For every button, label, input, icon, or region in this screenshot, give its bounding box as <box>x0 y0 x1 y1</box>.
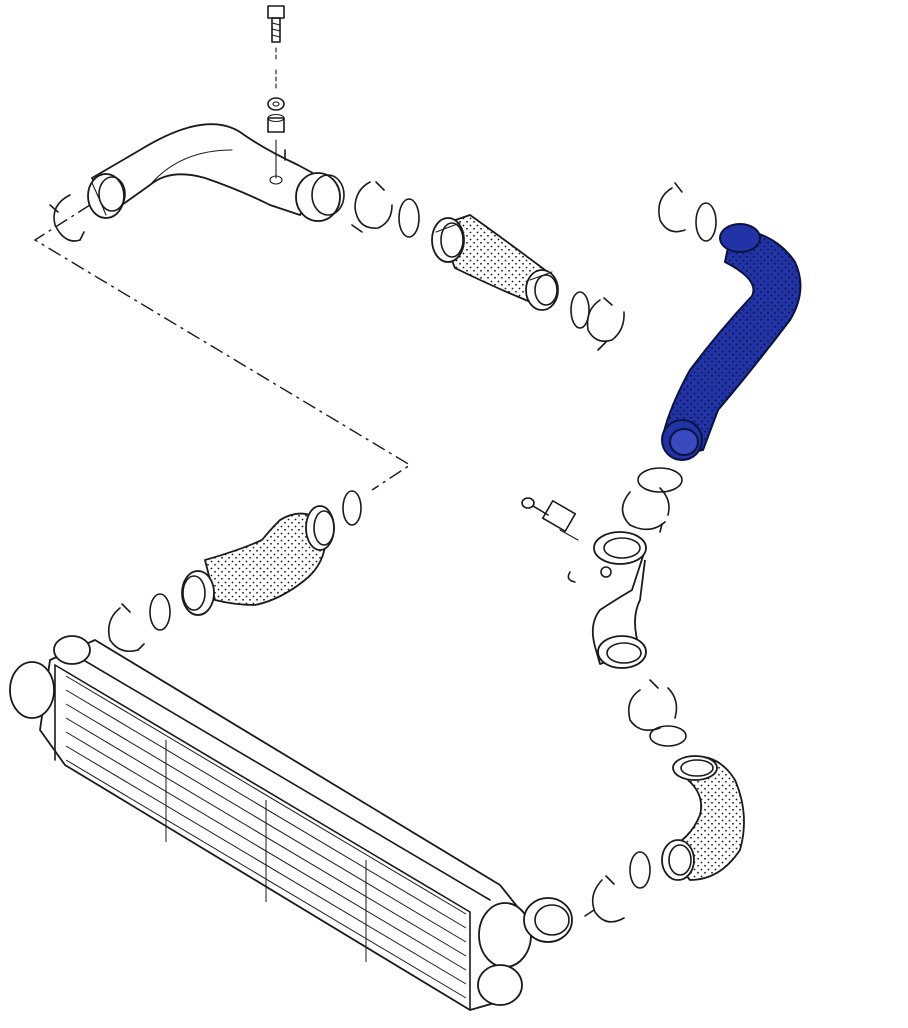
right-o-ring-top <box>695 202 717 242</box>
mid-clamp <box>621 487 670 533</box>
lower-o-ring-2 <box>629 851 651 889</box>
mid-o-ring <box>637 467 683 493</box>
upper-o-ring-2 <box>570 291 590 329</box>
middle-o-ring-left <box>149 593 171 631</box>
middle-hose <box>181 505 335 616</box>
upper-left-hose <box>431 214 559 311</box>
right-clamp-top <box>658 182 686 233</box>
lower-right-hose <box>661 755 745 881</box>
middle-clamp-left <box>107 603 145 653</box>
bolt-and-washers <box>267 5 285 133</box>
lower-o-ring <box>649 725 687 747</box>
upper-clamp-ring-1 <box>351 181 393 233</box>
intercooler <box>9 635 573 1011</box>
upper-o-ring-1 <box>398 198 420 238</box>
upper-pipe <box>87 123 345 222</box>
lower-right-clamp-1 <box>627 679 678 731</box>
lower-right-clamp-2 <box>584 875 625 923</box>
outlet-pipe <box>567 531 647 669</box>
middle-o-ring-right <box>342 490 362 526</box>
highlighted-hose <box>661 223 802 461</box>
sensor <box>521 497 579 541</box>
upper-clamp-ring-2 <box>586 297 625 351</box>
upper-left-clamp <box>49 194 85 242</box>
connection-dashline <box>33 204 412 491</box>
